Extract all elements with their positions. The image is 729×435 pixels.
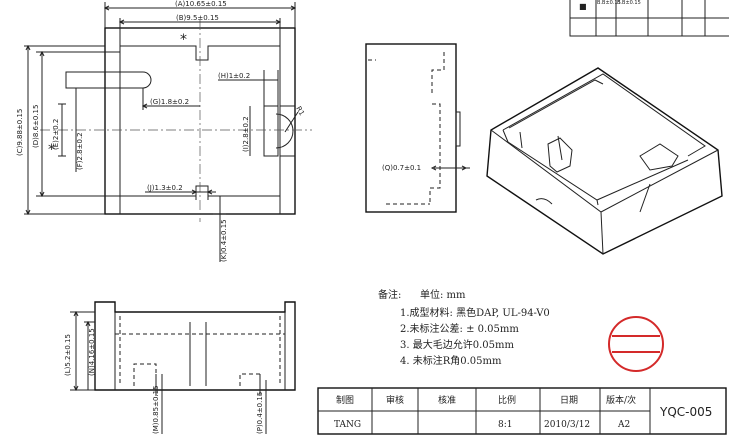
svg-text:■: ■	[579, 2, 587, 11]
notes-unit: 单位: mm	[420, 288, 466, 301]
dim-D: (D)8.6±0.15	[32, 105, 40, 148]
dim-I: (I)2.8±0.2	[242, 116, 250, 152]
dim-E: (E)2±0.2	[52, 119, 60, 150]
tb-header-draw: 制图	[336, 394, 354, 406]
dim-A: (A)10.65±0.15	[175, 0, 227, 8]
dim-P: (P)0.4±0.15	[256, 392, 264, 434]
top-table-cell-2: B.B±0.15	[617, 0, 641, 6]
isometric-view	[486, 67, 723, 255]
tb-header-date: 日期	[560, 395, 578, 406]
side-view: (Q)0.7±0.1	[365, 43, 470, 213]
top-table-cell-1: B.B±0.15	[597, 0, 621, 6]
dim-H: (H)1±0.2	[218, 72, 250, 80]
notes: 备注: 单位: mm 1.成型材料: 黑色DAP, UL-94-V0 2.未标注…	[378, 288, 550, 367]
note-item-1: 1.成型材料: 黑色DAP, UL-94-V0	[400, 306, 550, 319]
notes-header: 备注:	[378, 288, 401, 301]
dim-B: (B)9.5±0.15	[176, 14, 219, 22]
radius-arc	[275, 113, 294, 149]
note-item-2: 2.未标注公差: ± 0.05mm	[400, 322, 519, 335]
tb-header-review: 审核	[386, 394, 404, 406]
tb-header-approve: 核准	[438, 394, 456, 406]
top-view: (A)10.65±0.15 (B)9.5±0.15 * (C)9.88±0.15…	[16, 0, 312, 262]
tb-value-draw: TANG	[334, 420, 361, 430]
front-view: (L)5.2±0.15 (N)4.16±0.15 (M)0.85±0.15 (P…	[64, 301, 296, 434]
tb-header-scale: 比例	[498, 394, 516, 406]
tb-value-version: A2	[617, 420, 630, 430]
dim-R: R1	[294, 105, 306, 117]
dim-J: (J)1.3±0.2	[147, 184, 183, 192]
tb-value-date: 2010/3/12	[544, 420, 590, 430]
dim-K: (K)0.4±0.15	[220, 219, 228, 262]
critical-mark-top: *	[180, 32, 187, 48]
dim-L: (L)5.2±0.15	[64, 334, 72, 376]
dim-G: (G)1.8±0.2	[150, 98, 189, 106]
critical-mark-side: *	[48, 142, 55, 158]
dim-N: (N)4.16±0.15	[88, 328, 96, 376]
title-block: 制图 审核 核准 比例 日期 版本/次 TANG 8:1 2010/3/12 A…	[317, 387, 727, 435]
dim-M: (M)0.85±0.15	[152, 385, 160, 434]
dim-F: (F)2.8±0.2	[76, 132, 84, 170]
red-stamp	[608, 316, 664, 372]
slot-outline	[65, 71, 152, 89]
top-table: B.B±0.15 B.B±0.15 ■	[569, 0, 729, 37]
dim-C: (C)9.88±0.15	[16, 109, 24, 156]
note-item-4: 4. 未标注R角0.05mm	[400, 354, 502, 367]
note-item-3: 3. 最大毛边允许0.05mm	[400, 338, 514, 351]
tb-value-scale: 8:1	[498, 420, 512, 430]
tb-header-version: 版本/次	[606, 394, 636, 406]
dim-Q: (Q)0.7±0.1	[382, 164, 421, 172]
terminal-rect	[263, 105, 279, 157]
drawing-number: YQC-005	[659, 405, 712, 419]
